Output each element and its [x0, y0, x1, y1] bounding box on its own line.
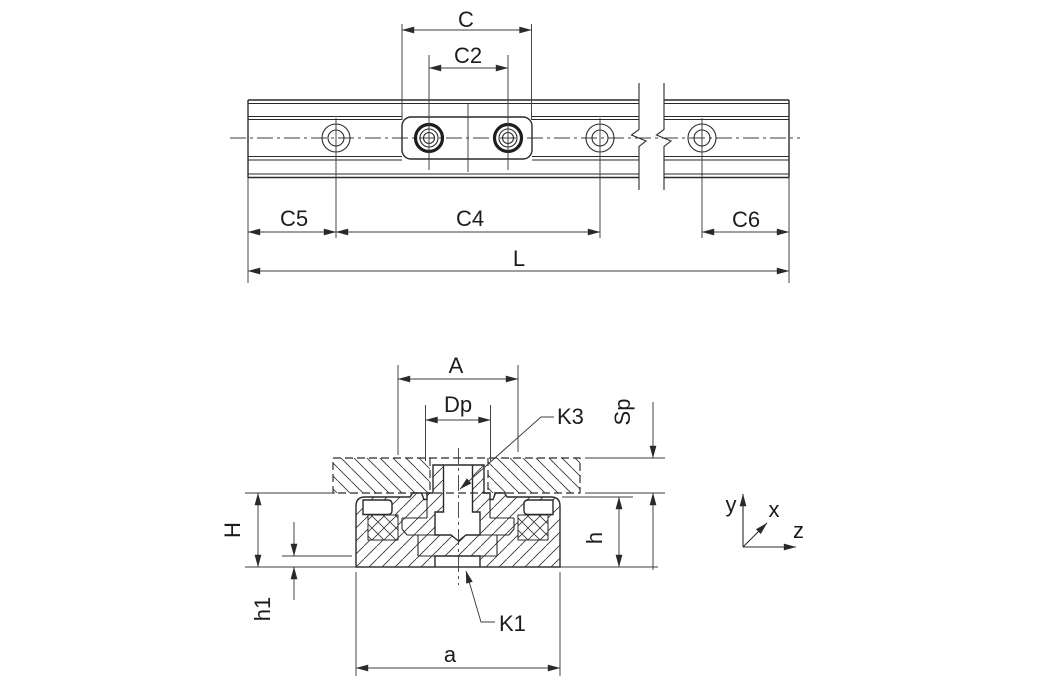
track-box-left	[367, 514, 399, 541]
extension-lines-top-view	[335, 24, 703, 238]
dim-label-Dp: Dp	[444, 392, 472, 417]
dim-label-A: A	[449, 353, 464, 378]
cross-section-view: A Dp K3 K1 a H h1 h Sp	[220, 353, 665, 676]
dim-label-K3: K3	[557, 404, 584, 429]
mounting-pocket	[401, 116, 533, 160]
axis-label-x: x	[769, 497, 780, 522]
coordinate-system: y x z	[726, 492, 804, 551]
internal-edges	[401, 493, 515, 557]
dimensions-top-view: C C2 C5 C4 C6 L	[247, 7, 790, 275]
mounting-plate-section	[332, 457, 581, 494]
dim-label-h: h	[582, 532, 607, 544]
dim-label-c: C	[458, 7, 474, 32]
dim-label-c4: C4	[456, 206, 484, 231]
dim-label-c6: C6	[732, 207, 760, 232]
dim-label-Sp: Sp	[610, 399, 635, 426]
leader-k3	[459, 416, 554, 490]
dim-label-K1: K1	[499, 611, 526, 636]
track-box-right	[517, 514, 549, 541]
axis-label-z: z	[793, 518, 804, 543]
break-lines	[630, 83, 673, 190]
top-view: C C2 C5 C4 C6 L	[230, 7, 800, 283]
dimensions-section: A Dp K3 K1 a H h1 h Sp	[220, 353, 657, 672]
dim-label-h1: h1	[250, 597, 275, 621]
dim-label-c2: C2	[454, 43, 482, 68]
dim-label-H: H	[220, 522, 245, 538]
axis-label-y: y	[726, 492, 737, 517]
dim-label-L: L	[513, 246, 525, 271]
dim-label-c5: C5	[280, 206, 308, 231]
dim-label-a: a	[444, 642, 457, 667]
rail-profile-lines	[248, 99, 789, 179]
leader-k1	[465, 570, 495, 623]
